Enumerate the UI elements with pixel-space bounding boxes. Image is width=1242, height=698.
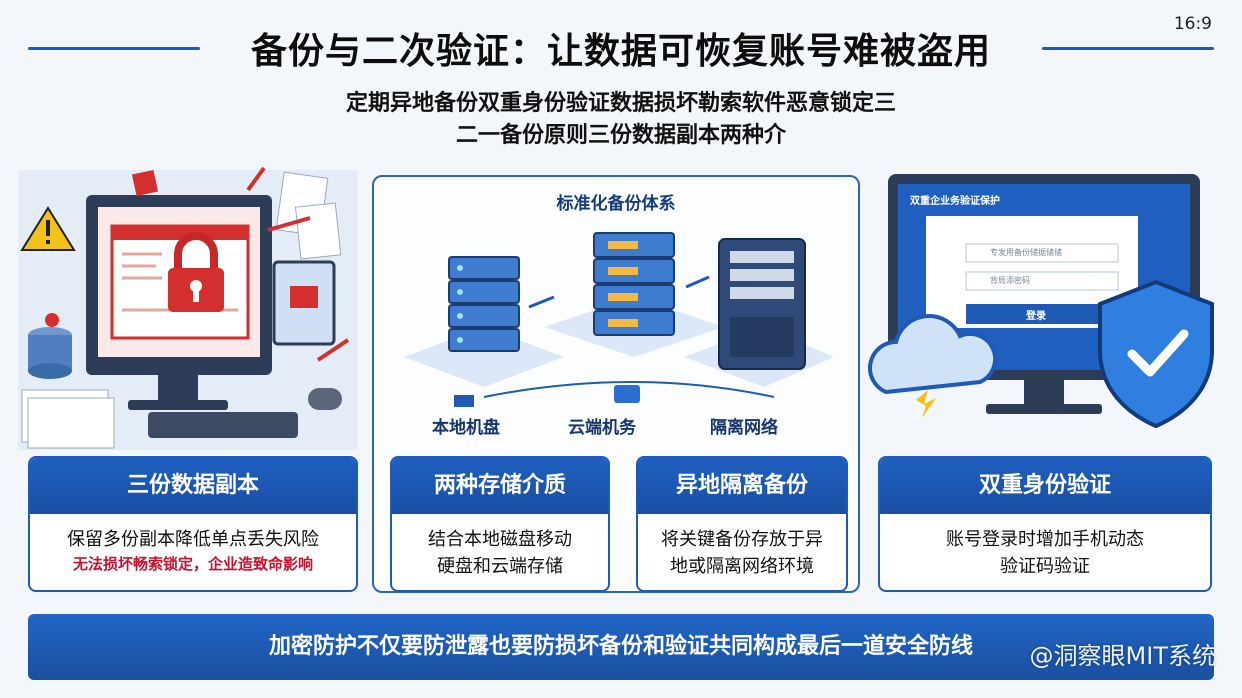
subtitle-line-2: 二一备份原则三份数据副本两种介 bbox=[455, 123, 786, 148]
two-factor-login-illustration bbox=[868, 174, 1214, 429]
isolated-server-icon bbox=[718, 238, 806, 370]
login-header: 双重企业务验证保护 bbox=[910, 196, 1000, 207]
card-two-media-title: 两种存储介质 bbox=[392, 458, 608, 514]
card-two-media-body: 结合本地磁盘移动 硬盘和云端存储 bbox=[428, 529, 572, 577]
card-three-copies-note: 无法损坏畅索锁定，企业造致命影响 bbox=[72, 555, 313, 573]
subtitle-line-1: 定期异地备份双重身份验证数据损坏勒索软件恶意锁定三 bbox=[345, 91, 896, 116]
card-two-media: 两种存储介质 结合本地磁盘移动 硬盘和云端存储 bbox=[390, 456, 610, 592]
page-subtitle: 定期异地备份双重身份验证数据损坏勒索软件恶意锁定三 二一备份原则三份数据副本两种… bbox=[250, 88, 992, 152]
card-offsite-backup-body: 将关键备份存放于异 地或隔离网络环境 bbox=[661, 529, 823, 577]
card-two-factor-title: 双重身份验证 bbox=[880, 458, 1210, 514]
card-three-copies-title: 三份数据副本 bbox=[30, 458, 356, 514]
card-offsite-backup-title: 异地隔离备份 bbox=[638, 458, 846, 514]
card-three-copies: 三份数据副本 保留多份副本降低单点丢失风险 无法损坏畅索锁定，企业造致命影响 bbox=[28, 456, 358, 592]
watermark: @洞察眼MIT系统 bbox=[1029, 642, 1216, 670]
backup-system-title: 标准化备份体系 bbox=[556, 194, 676, 214]
login-field-1[interactable]: 专发用备份储据储储 bbox=[990, 248, 1062, 257]
shield-check-icon bbox=[1098, 279, 1214, 429]
card-two-factor: 双重身份验证 账号登录时增加手机动态 验证码验证 bbox=[878, 456, 1212, 592]
label-isolated-network: 隔离网络 bbox=[710, 418, 778, 438]
cloud-server-icon bbox=[593, 232, 675, 336]
server-illustration bbox=[404, 232, 834, 407]
page-title: 备份与二次验证：让数据可恢复账号难被盗用 bbox=[250, 31, 991, 72]
card-two-factor-body: 账号登录时增加手机动态 验证码验证 bbox=[946, 529, 1144, 577]
cloud-icon bbox=[868, 314, 998, 395]
backup-system-panel: 标准化备份体系 bbox=[372, 175, 860, 593]
title-rule-left bbox=[28, 47, 200, 50]
card-three-copies-body: 保留多份副本降低单点丢失风险 bbox=[67, 529, 319, 550]
aspect-ratio-label: 16:9 bbox=[1173, 14, 1212, 34]
login-button[interactable]: 登录 bbox=[1026, 311, 1046, 322]
label-local-disk: 本地机盘 bbox=[432, 418, 500, 438]
card-offsite-backup: 异地隔离备份 将关键备份存放于异 地或隔离网络环境 bbox=[636, 456, 848, 592]
local-server-icon bbox=[448, 256, 520, 352]
login-field-2[interactable]: 背局添密码 bbox=[990, 276, 1030, 285]
bottom-banner: 加密防护不仅要防泄露也要防损坏备份和验证共同构成最后一道安全防线 bbox=[28, 614, 1214, 680]
padlock-icon bbox=[174, 232, 218, 270]
label-cloud: 云端机务 bbox=[568, 418, 636, 438]
title-rule-right bbox=[1042, 47, 1214, 50]
ransomware-computer-illustration bbox=[18, 166, 358, 450]
